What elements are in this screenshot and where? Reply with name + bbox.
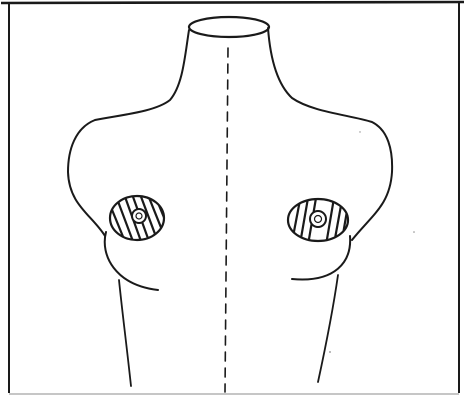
right-areola	[288, 198, 348, 245]
waist-left	[119, 280, 131, 386]
left-breast-outline	[105, 232, 158, 290]
center-line	[225, 48, 228, 392]
neck-opening	[189, 17, 269, 37]
right-nipple	[310, 211, 326, 227]
torso-outline-right	[268, 28, 392, 240]
left-nipple	[132, 209, 146, 223]
scan-specks	[329, 131, 415, 353]
waist-right	[318, 275, 338, 382]
left-areola	[108, 194, 170, 244]
right-breast-outline	[292, 236, 350, 279]
